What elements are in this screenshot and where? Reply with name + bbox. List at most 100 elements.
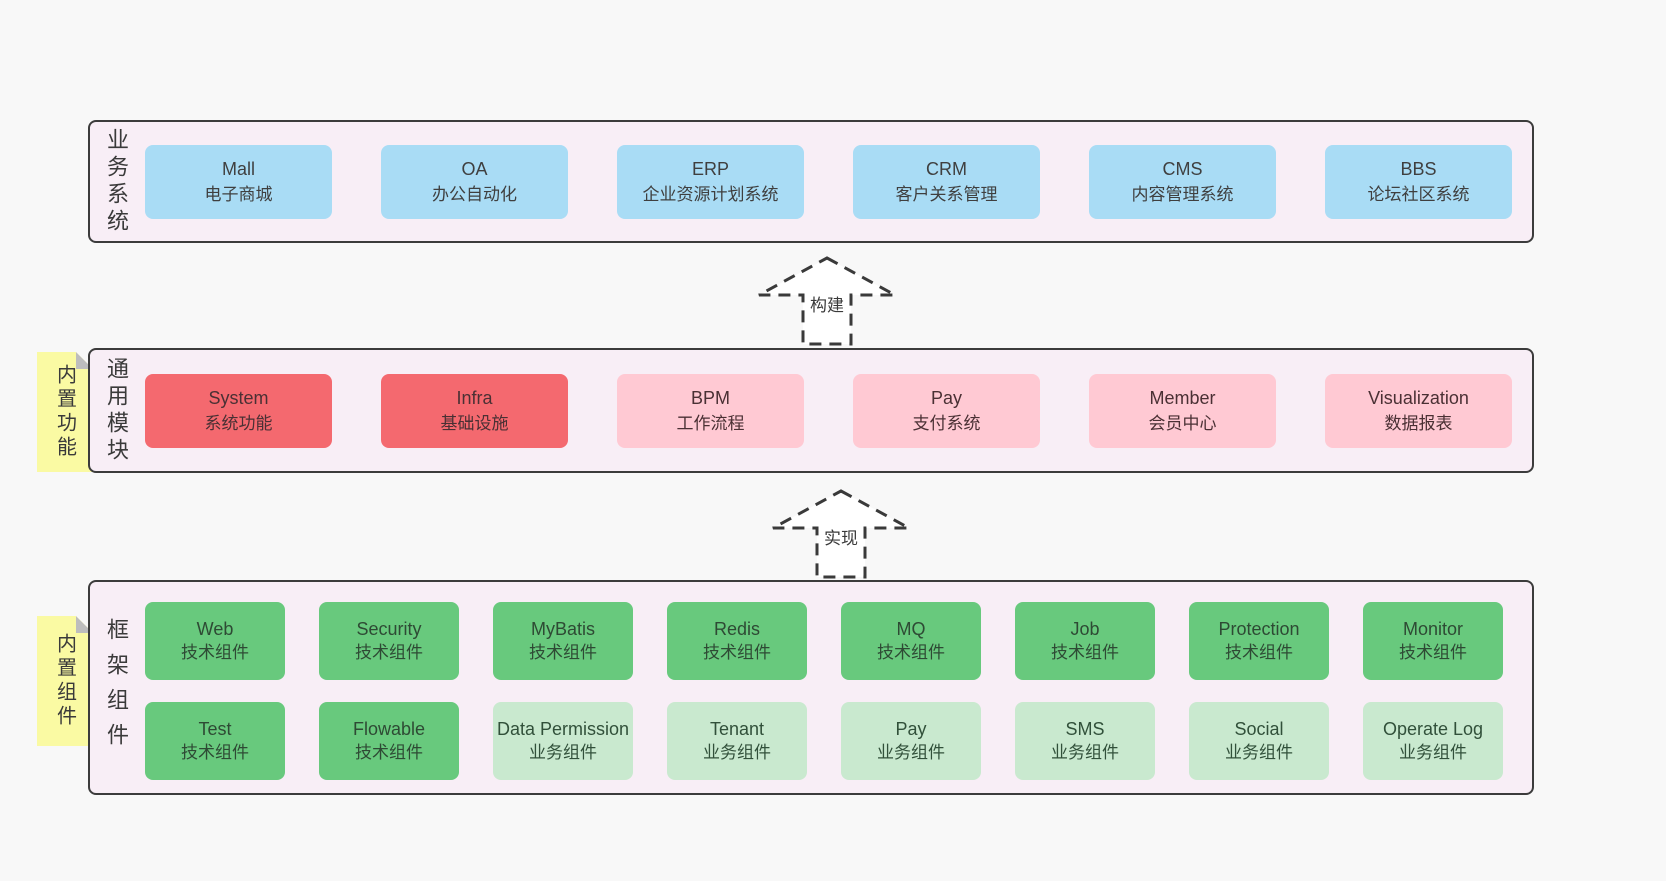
card-system: System 系统功能 — [145, 373, 332, 448]
card-title: Protection — [1218, 619, 1300, 639]
card-mq: MQ 技术组件 — [841, 602, 981, 680]
card-erp: ERP 企业资源计划系统 — [617, 144, 804, 219]
card-subtitle: 技术组件 — [703, 643, 771, 662]
arrow-implement: 实现 — [746, 488, 936, 580]
card-subtitle: 支付系统 — [912, 413, 981, 433]
card-data-permission: Data Permission 业务组件 — [493, 702, 633, 780]
framework-row-1: Web 技术组件 Security 技术组件 MyBatis 技术组件 Redi… — [90, 602, 1532, 680]
card-mall: Mall 电子商城 — [145, 144, 332, 219]
card-title: Data Permission — [496, 719, 630, 739]
card-title: SMS — [1065, 719, 1105, 739]
card-title: CRM — [926, 158, 967, 179]
card-title: System — [208, 387, 269, 408]
panel-business-label: 业务系统 — [104, 127, 129, 236]
card-subtitle: 技术组件 — [181, 743, 249, 762]
card-oa: OA 办公自动化 — [381, 144, 568, 219]
card-subtitle: 内容管理系统 — [1131, 184, 1234, 204]
card-title: Operate Log — [1382, 719, 1484, 739]
card-subtitle: 业务组件 — [703, 743, 771, 762]
card-title: Web — [196, 619, 234, 639]
card-member: Member 会员中心 — [1089, 373, 1276, 448]
card-title: Flowable — [352, 719, 426, 739]
card-pay-system: Pay 支付系统 — [853, 373, 1040, 448]
card-title: Pay — [895, 719, 927, 739]
card-title: Pay — [930, 387, 963, 408]
arrow-build-label: 构建 — [805, 290, 849, 317]
card-subtitle: 基础设施 — [440, 413, 509, 433]
sticky-note-built-in-features: 内置功能 — [37, 352, 93, 472]
card-operate-log: Operate Log 业务组件 — [1363, 702, 1503, 780]
card-infra: Infra 基础设施 — [381, 373, 568, 448]
card-subtitle: 业务组件 — [529, 743, 597, 762]
card-subtitle: 业务组件 — [1399, 743, 1467, 762]
card-title: MyBatis — [530, 619, 595, 639]
card-subtitle: 数据报表 — [1384, 413, 1453, 433]
card-subtitle: 业务组件 — [1051, 743, 1119, 762]
card-title: Test — [198, 719, 232, 739]
card-subtitle: 业务组件 — [1225, 743, 1293, 762]
card-subtitle: 办公自动化 — [432, 184, 517, 204]
card-job: Job 技术组件 — [1015, 602, 1155, 680]
card-visualization: Visualization 数据报表 — [1325, 373, 1512, 448]
card-title: Infra — [456, 387, 493, 408]
panel-modules-label: 通用模块 — [104, 356, 129, 465]
card-title: ERP — [691, 158, 729, 179]
card-monitor: Monitor 技术组件 — [1363, 602, 1503, 680]
card-subtitle: 客户关系管理 — [895, 184, 998, 204]
card-subtitle: 技术组件 — [181, 643, 249, 662]
card-title: MQ — [896, 619, 926, 639]
card-pay-component: Pay 业务组件 — [841, 702, 981, 780]
card-sms: SMS 业务组件 — [1015, 702, 1155, 780]
arrow-build: 构建 — [732, 255, 922, 347]
arrow-implement-label: 实现 — [819, 523, 863, 550]
card-protection: Protection 技术组件 — [1189, 602, 1329, 680]
card-subtitle: 技术组件 — [877, 643, 945, 662]
card-title: Job — [1070, 619, 1100, 639]
card-title: BPM — [690, 387, 730, 408]
card-mybatis: MyBatis 技术组件 — [493, 602, 633, 680]
card-title: CMS — [1162, 158, 1203, 179]
card-title: Member — [1149, 387, 1216, 408]
card-tenant: Tenant 业务组件 — [667, 702, 807, 780]
card-subtitle: 技术组件 — [1225, 643, 1293, 662]
card-title: Mall — [221, 158, 255, 179]
card-subtitle: 技术组件 — [355, 743, 423, 762]
framework-row-2: Test 技术组件 Flowable 技术组件 Data Permission … — [90, 702, 1532, 780]
note-text: 内置组件 — [53, 633, 76, 729]
card-cms: CMS 内容管理系统 — [1089, 144, 1276, 219]
modules-row: System 系统功能 Infra 基础设施 BPM 工作流程 Pay 支付系统… — [90, 350, 1532, 471]
card-subtitle: 电子商城 — [204, 184, 273, 204]
card-subtitle: 工作流程 — [676, 413, 745, 433]
card-bpm: BPM 工作流程 — [617, 373, 804, 448]
card-title: BBS — [1400, 158, 1437, 179]
card-subtitle: 会员中心 — [1148, 413, 1217, 433]
card-web: Web 技术组件 — [145, 602, 285, 680]
card-bbs: BBS 论坛社区系统 — [1325, 144, 1512, 219]
sticky-note-built-in-components: 内置组件 — [37, 616, 93, 746]
business-row: Mall 电子商城 OA 办公自动化 ERP 企业资源计划系统 CRM 客户关系… — [90, 122, 1532, 241]
card-test: Test 技术组件 — [145, 702, 285, 780]
panel-framework-components: 框架组件 Web 技术组件 Security 技术组件 MyBatis 技术组件… — [88, 580, 1534, 795]
card-subtitle: 业务组件 — [877, 743, 945, 762]
panel-business-systems: 业务系统 Mall 电子商城 OA 办公自动化 ERP 企业资源计划系统 CRM… — [88, 120, 1534, 243]
note-text: 内置功能 — [53, 364, 76, 460]
card-title: Redis — [713, 619, 761, 639]
card-subtitle: 技术组件 — [355, 643, 423, 662]
card-subtitle: 企业资源计划系统 — [642, 184, 779, 204]
card-subtitle: 论坛社区系统 — [1367, 184, 1470, 204]
card-security: Security 技术组件 — [319, 602, 459, 680]
card-title: Social — [1234, 719, 1284, 739]
panel-framework-label: 框架组件 — [104, 617, 129, 758]
card-subtitle: 技术组件 — [529, 643, 597, 662]
card-redis: Redis 技术组件 — [667, 602, 807, 680]
card-subtitle: 技术组件 — [1399, 643, 1467, 662]
card-flowable: Flowable 技术组件 — [319, 702, 459, 780]
card-title: Tenant — [709, 719, 765, 739]
card-social: Social 业务组件 — [1189, 702, 1329, 780]
card-subtitle: 技术组件 — [1051, 643, 1119, 662]
card-title: Monitor — [1402, 619, 1464, 639]
panel-common-modules: 通用模块 System 系统功能 Infra 基础设施 BPM 工作流程 Pay… — [88, 348, 1534, 473]
card-subtitle: 系统功能 — [204, 413, 273, 433]
card-crm: CRM 客户关系管理 — [853, 144, 1040, 219]
